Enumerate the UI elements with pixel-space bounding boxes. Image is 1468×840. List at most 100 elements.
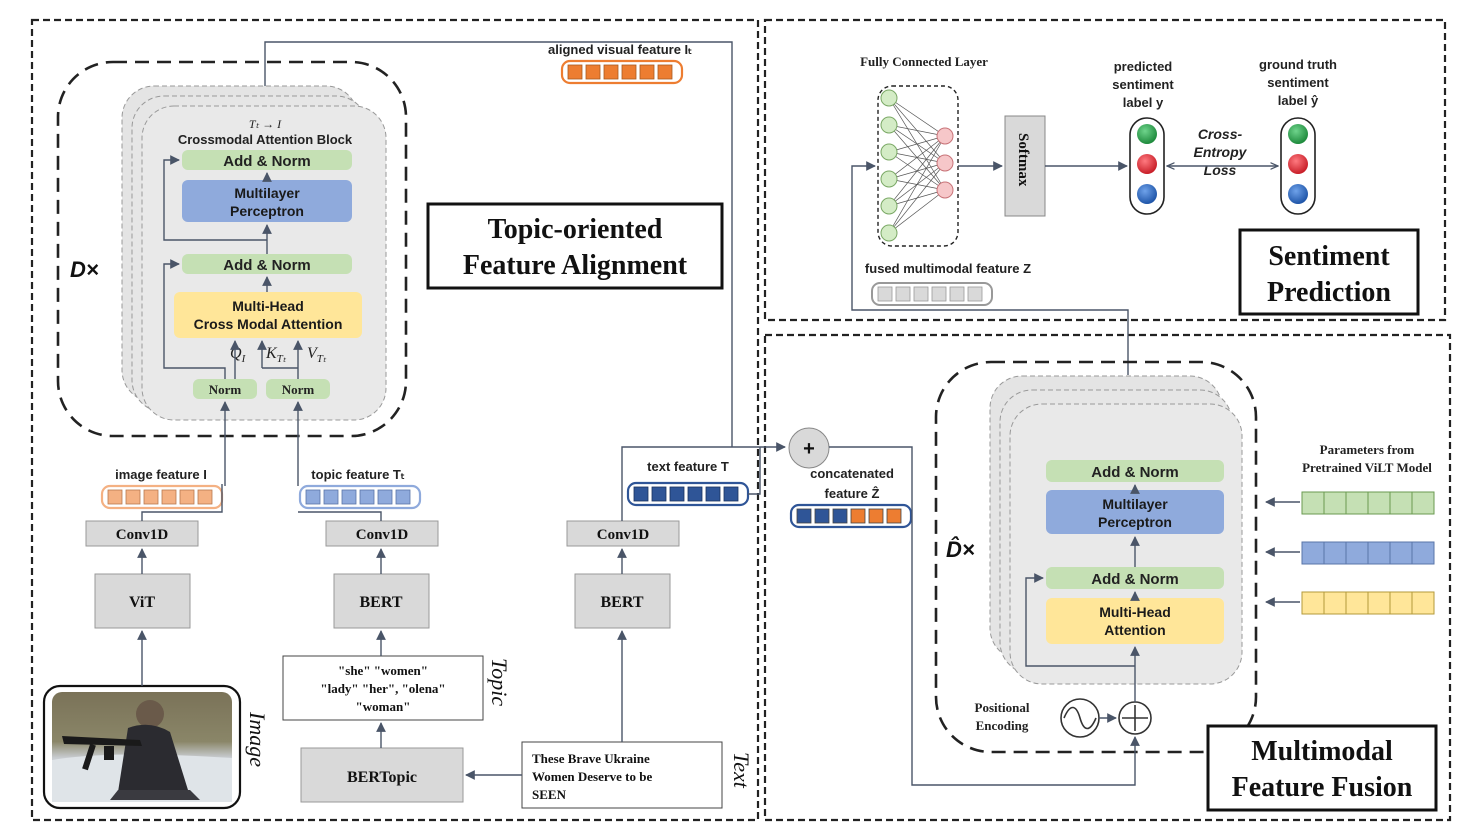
- token-cell: [886, 508, 902, 524]
- image-feature-label: image feature I: [115, 467, 207, 482]
- topic-feature-label: topic feature Tₜ: [311, 467, 405, 482]
- token-cell: [179, 489, 195, 505]
- fc-edge: [888, 162, 946, 234]
- conv-topic-box: [325, 520, 439, 547]
- fusion-attention-box: [1046, 598, 1224, 644]
- topic-words-line-1: "she" "women": [338, 663, 428, 678]
- concat-label-line-1: concatenated: [810, 466, 894, 481]
- fc-edge: [888, 135, 946, 180]
- image-side-label: Image: [245, 711, 270, 767]
- mlp-box: [182, 180, 352, 222]
- fusion-panel: [763, 333, 1452, 822]
- text-input-line-3: SEEN: [532, 787, 567, 802]
- vit-box: [94, 573, 191, 629]
- alignment-repeat-boundary: [56, 60, 408, 438]
- text-input-line-1: These Brave Ukraine: [532, 751, 650, 766]
- sine-wave-icon: [1060, 698, 1100, 738]
- cross-attention-box: [174, 292, 362, 338]
- ground-truth-label-line-3: label ŷ: [1278, 93, 1319, 108]
- param-cell: [1411, 541, 1435, 565]
- param-cell: [1301, 491, 1325, 515]
- fusion-mlp-box: [1046, 490, 1224, 534]
- token-cell: [949, 286, 965, 302]
- fusion-mlp-line-1: Multilayer: [1102, 496, 1168, 512]
- token-cell: [585, 64, 601, 80]
- mlp-line-2: Perceptron: [230, 203, 304, 219]
- ground-truth-label-line-1: ground truth: [1259, 57, 1337, 72]
- topic-words-box: [282, 655, 484, 721]
- param-cell: [1345, 541, 1369, 565]
- add-circle-icon: [1118, 701, 1152, 735]
- fusion-add-norm-mid: Add & Norm: [1091, 571, 1179, 588]
- token-cell: [657, 64, 673, 80]
- softmax: Softmax: [1015, 133, 1031, 187]
- ground-truth-capsule: [1280, 117, 1316, 215]
- text-feature-tokens: [633, 486, 739, 502]
- token-cell: [567, 64, 583, 80]
- param-cell: [1389, 491, 1413, 515]
- alignment-connectors: [137, 401, 786, 780]
- bertopic-box: [300, 747, 464, 803]
- fc-output-node: [936, 127, 954, 145]
- fc-input-node: [880, 224, 898, 242]
- concat-plus-node: [788, 427, 830, 469]
- concat-label-line-2: feature Ẑ: [825, 486, 880, 501]
- param-cell: [1345, 491, 1369, 515]
- param-cell: [1323, 541, 1347, 565]
- alignment-repeat-label: D×: [70, 257, 99, 282]
- aligned-feature-connector: [264, 41, 733, 447]
- bert-text-box: [574, 573, 671, 629]
- params-label-line-1: Parameters from: [1320, 442, 1415, 457]
- loss-label-line-2: Entropy: [1194, 144, 1248, 160]
- fc-input-node: [880, 143, 898, 161]
- image-feature-tokens: [107, 489, 213, 505]
- softmax-box: [1004, 115, 1046, 217]
- param-cell: [1301, 591, 1325, 615]
- v-label: VTₜ: [307, 345, 327, 365]
- token-cell: [723, 486, 739, 502]
- add-norm-top-box: [182, 150, 352, 170]
- token-cell: [913, 286, 929, 302]
- param-cell: [1367, 491, 1391, 515]
- token-cell: [341, 489, 357, 505]
- token-cell: [305, 489, 321, 505]
- token-cell: [107, 489, 123, 505]
- fused-feature-label: fused multimodal feature Z: [865, 261, 1031, 276]
- param-cell: [1389, 591, 1413, 615]
- token-cell: [323, 489, 339, 505]
- param-cell: [1367, 591, 1391, 615]
- token-cell: [395, 489, 411, 505]
- fusion-add-norm-mid-box: [1046, 567, 1224, 589]
- fused-feature-tokens: [877, 286, 983, 302]
- loss-label-line-1: Cross-: [1198, 126, 1243, 142]
- concat-plus: +: [803, 438, 815, 460]
- sentiment-panel: [763, 18, 1447, 322]
- crossmodal-connectors: [163, 155, 303, 379]
- fc-edge: [888, 135, 946, 234]
- block-title: Crossmodal Attention Block: [178, 132, 353, 147]
- alignment-title-line-2: Feature Alignment: [463, 250, 688, 281]
- token-cell: [197, 489, 213, 505]
- fusion-repeat-label: D̂×: [946, 536, 975, 562]
- alignment-title-box: [426, 202, 724, 290]
- add-norm-mid-box: [182, 254, 352, 274]
- token-cell: [931, 286, 947, 302]
- fusion-mlp-line-2: Perceptron: [1098, 514, 1172, 530]
- fc-input-node: [880, 89, 898, 107]
- fusion-connectors: [829, 446, 1300, 786]
- aligned-feature-label: aligned visual feature Iₜ: [548, 42, 692, 57]
- k-label: KTₜ: [265, 345, 287, 365]
- bert-topic: BERT: [359, 594, 402, 611]
- token-cell: [967, 286, 983, 302]
- mlp-line-1: Multilayer: [234, 185, 300, 201]
- sentiment-title-line-1: Sentiment: [1268, 241, 1390, 272]
- token-cell: [868, 508, 884, 524]
- topic-words-line-2: "lady" "her", "olena": [320, 681, 445, 696]
- param-cell: [1411, 591, 1435, 615]
- param-cell: [1411, 491, 1435, 515]
- positional-line-2: Encoding: [976, 718, 1029, 733]
- fc-network: [880, 89, 954, 242]
- fusion-title-box: [1206, 724, 1438, 812]
- vit: ViT: [129, 594, 155, 611]
- bertopic: BERTopic: [347, 769, 417, 786]
